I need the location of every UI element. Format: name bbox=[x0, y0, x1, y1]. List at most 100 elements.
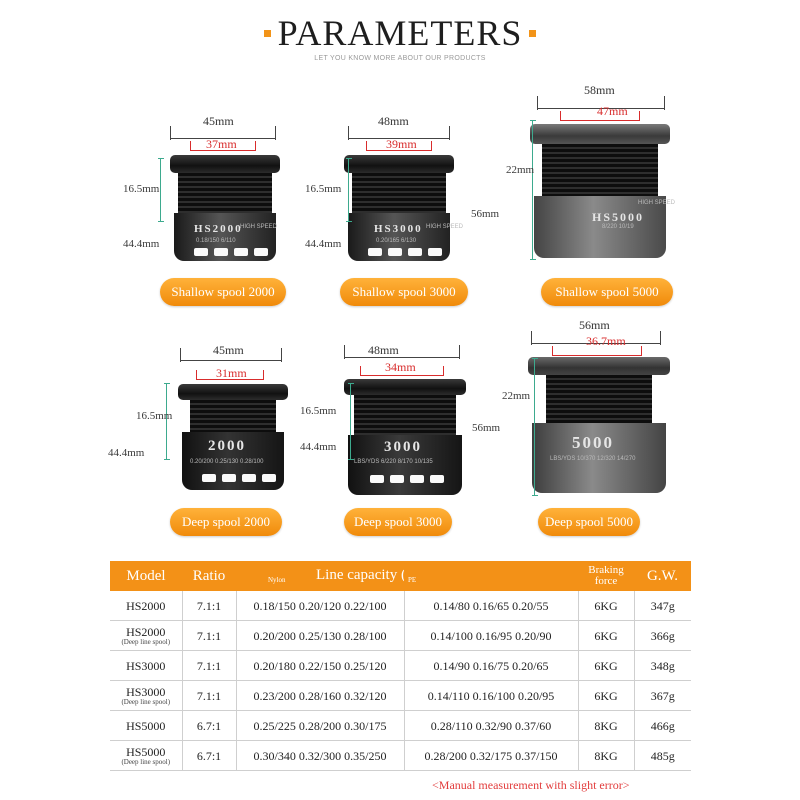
table-row: HS3000(Deep line spool) 7.1:1 0.23/200 0… bbox=[110, 680, 691, 711]
cell-nylon: 0.30/340 0.32/300 0.35/250 bbox=[236, 740, 405, 771]
spool-image-deep-3000: 3000 LBS/YDS 6/220 8/170 10/135 bbox=[344, 375, 466, 497]
spool-small-text: 0.20/165 6/130 bbox=[376, 238, 417, 244]
cell-pe: 0.28/110 0.32/90 0.37/60 bbox=[404, 710, 579, 741]
outer-diameter-label: 58mm bbox=[584, 83, 615, 97]
outer-diameter-label: 56mm bbox=[579, 318, 610, 332]
title-right-square-icon bbox=[529, 30, 537, 37]
spool-brand-text: HS2000 bbox=[194, 223, 243, 235]
spool-name-pill: Shallow spool 2000 bbox=[160, 278, 286, 306]
cell-model: HS2000 bbox=[110, 591, 183, 621]
table-header-row: Model Ratio Nylon Line capacity (MM / M)… bbox=[110, 561, 691, 591]
spool-tag-text: HIGH SPEED bbox=[638, 200, 676, 206]
outer-diameter-marker bbox=[344, 345, 460, 359]
cell-pe: 0.28/200 0.32/175 0.37/150 bbox=[404, 740, 579, 771]
table-row: HS2000 7.1:1 0.18/150 0.20/120 0.22/100 … bbox=[110, 591, 691, 621]
spool-brand-text: HS5000 bbox=[592, 210, 645, 224]
column-header-force-label: force bbox=[594, 575, 618, 587]
cell-model: HS5000(Deep line spool) bbox=[110, 740, 183, 771]
cell-braking: 6KG bbox=[578, 680, 635, 711]
cell-model: HS5000 bbox=[110, 710, 183, 741]
column-header-braking-label: Braking bbox=[588, 564, 624, 576]
cell-braking: 8KG bbox=[578, 710, 635, 741]
spool-tag-text: HIGH SPEED bbox=[240, 224, 278, 230]
cell-gw: 466g bbox=[634, 710, 691, 741]
cell-pe: 0.14/100 0.16/95 0.20/90 bbox=[404, 620, 579, 651]
cell-braking: 6KG bbox=[578, 650, 635, 681]
spool-name-pill: Deep spool 5000 bbox=[538, 508, 640, 536]
depth-label: 16.5mm bbox=[305, 183, 342, 195]
spool-image-shallow-3000: HS3000 HIGH SPEED 0.20/165 6/130 bbox=[344, 150, 463, 262]
column-header-ratio: Ratio bbox=[182, 561, 236, 591]
cell-gw: 367g bbox=[634, 680, 691, 711]
spool-small-text: 8/220 10/19 bbox=[602, 224, 634, 230]
cell-braking: 6KG bbox=[578, 591, 635, 621]
cell-model: HS3000 bbox=[110, 650, 183, 681]
spool-brand-text: 2000 bbox=[208, 438, 246, 454]
spool-name-pill: Shallow spool 3000 bbox=[340, 278, 468, 306]
inner-diameter-marker bbox=[196, 370, 264, 380]
inner-diameter-label: 47mm bbox=[597, 104, 628, 118]
spool-name-pill: Deep spool 3000 bbox=[344, 508, 452, 536]
spool-small-text: 0.20/200 0.25/130 0.28/100 bbox=[190, 459, 264, 465]
height-label: 44.4mm bbox=[305, 238, 342, 250]
outer-diameter-label: 45mm bbox=[203, 114, 234, 128]
depth-label: 16.5mm bbox=[300, 405, 337, 417]
cell-model: HS3000(Deep line spool) bbox=[110, 680, 183, 711]
spool-image-shallow-5000: HS5000 HIGH SPEED 8/220 10/19 bbox=[530, 120, 675, 260]
height-label: 44.4mm bbox=[108, 447, 145, 459]
title-left-square-icon bbox=[263, 30, 271, 37]
spool-brand-text: 5000 bbox=[572, 433, 614, 452]
spool-name-pill: Shallow spool 5000 bbox=[541, 278, 673, 306]
column-header-pe: PE bbox=[404, 561, 578, 591]
spool-tag-text: HIGH SPEED bbox=[426, 224, 464, 230]
inner-diameter-label: 39mm bbox=[386, 137, 417, 151]
column-header-nylon: Nylon Line capacity (MM / M) bbox=[236, 561, 463, 591]
column-header-pe-label: PE bbox=[408, 576, 417, 584]
outer-diameter-label: 45mm bbox=[213, 343, 244, 357]
spool-image-deep-5000: 5000 LBS/YDS 10/370 12/320 14/270 bbox=[528, 355, 670, 495]
depth-marker bbox=[346, 158, 352, 222]
page-title: PARAMETERS bbox=[263, 12, 537, 54]
depth-marker bbox=[158, 158, 164, 222]
table-row: HS5000 6.7:1 0.25/225 0.28/200 0.30/175 … bbox=[110, 710, 691, 741]
spool-image-deep-2000: 2000 0.20/200 0.25/130 0.28/100 bbox=[178, 380, 288, 492]
depth-label: 22mm bbox=[506, 164, 535, 176]
spool-image-shallow-2000: HS2000 HIGH SPEED 0.18/150 6/110 bbox=[170, 150, 280, 262]
spool-small-text: 0.18/150 6/110 bbox=[196, 238, 236, 244]
spool-brand-text: HS3000 bbox=[374, 223, 423, 235]
inner-diameter-marker bbox=[366, 141, 432, 151]
outer-diameter-marker bbox=[348, 126, 450, 140]
depth-marker bbox=[348, 383, 354, 460]
cell-braking: 8KG bbox=[578, 740, 635, 771]
column-header-braking-force: Braking force bbox=[578, 561, 634, 591]
table-row: HS3000 7.1:1 0.20/180 0.22/150 0.25/120 … bbox=[110, 650, 691, 681]
outer-diameter-label: 48mm bbox=[378, 114, 409, 128]
inner-diameter-marker bbox=[552, 346, 642, 356]
cell-ratio: 6.7:1 bbox=[182, 710, 237, 741]
cell-gw: 366g bbox=[634, 620, 691, 651]
cell-nylon: 0.20/180 0.22/150 0.25/120 bbox=[236, 650, 405, 681]
cell-nylon: 0.20/200 0.25/130 0.28/100 bbox=[236, 620, 405, 651]
page-title-text: PARAMETERS bbox=[277, 13, 523, 53]
spec-table: Model Ratio Nylon Line capacity (MM / M)… bbox=[110, 561, 691, 771]
table-row: HS5000(Deep line spool) 6.7:1 0.30/340 0… bbox=[110, 740, 691, 771]
column-header-nylon-label: Nylon bbox=[268, 576, 286, 584]
height-label: 56mm bbox=[471, 208, 500, 220]
spool-small-text: LBS/YDS 6/220 8/170 10/135 bbox=[354, 459, 433, 465]
cell-gw: 347g bbox=[634, 591, 691, 621]
cell-gw: 485g bbox=[634, 740, 691, 771]
header: PARAMETERS bbox=[0, 10, 800, 70]
column-header-model: Model bbox=[110, 561, 182, 591]
depth-label: 16.5mm bbox=[136, 410, 173, 422]
outer-diameter-marker bbox=[531, 331, 661, 345]
inner-diameter-label: 34mm bbox=[385, 360, 416, 374]
cell-nylon: 0.23/200 0.28/160 0.32/120 bbox=[236, 680, 405, 711]
height-label: 44.4mm bbox=[300, 441, 337, 453]
inner-diameter-label: 31mm bbox=[216, 366, 247, 380]
cell-pe: 0.14/80 0.16/65 0.20/55 bbox=[404, 591, 579, 621]
cell-braking: 6KG bbox=[578, 620, 635, 651]
inner-diameter-label: 37mm bbox=[206, 137, 237, 151]
depth-label: 22mm bbox=[502, 390, 531, 402]
cell-ratio: 7.1:1 bbox=[182, 591, 237, 621]
outer-diameter-label: 48mm bbox=[368, 343, 399, 357]
